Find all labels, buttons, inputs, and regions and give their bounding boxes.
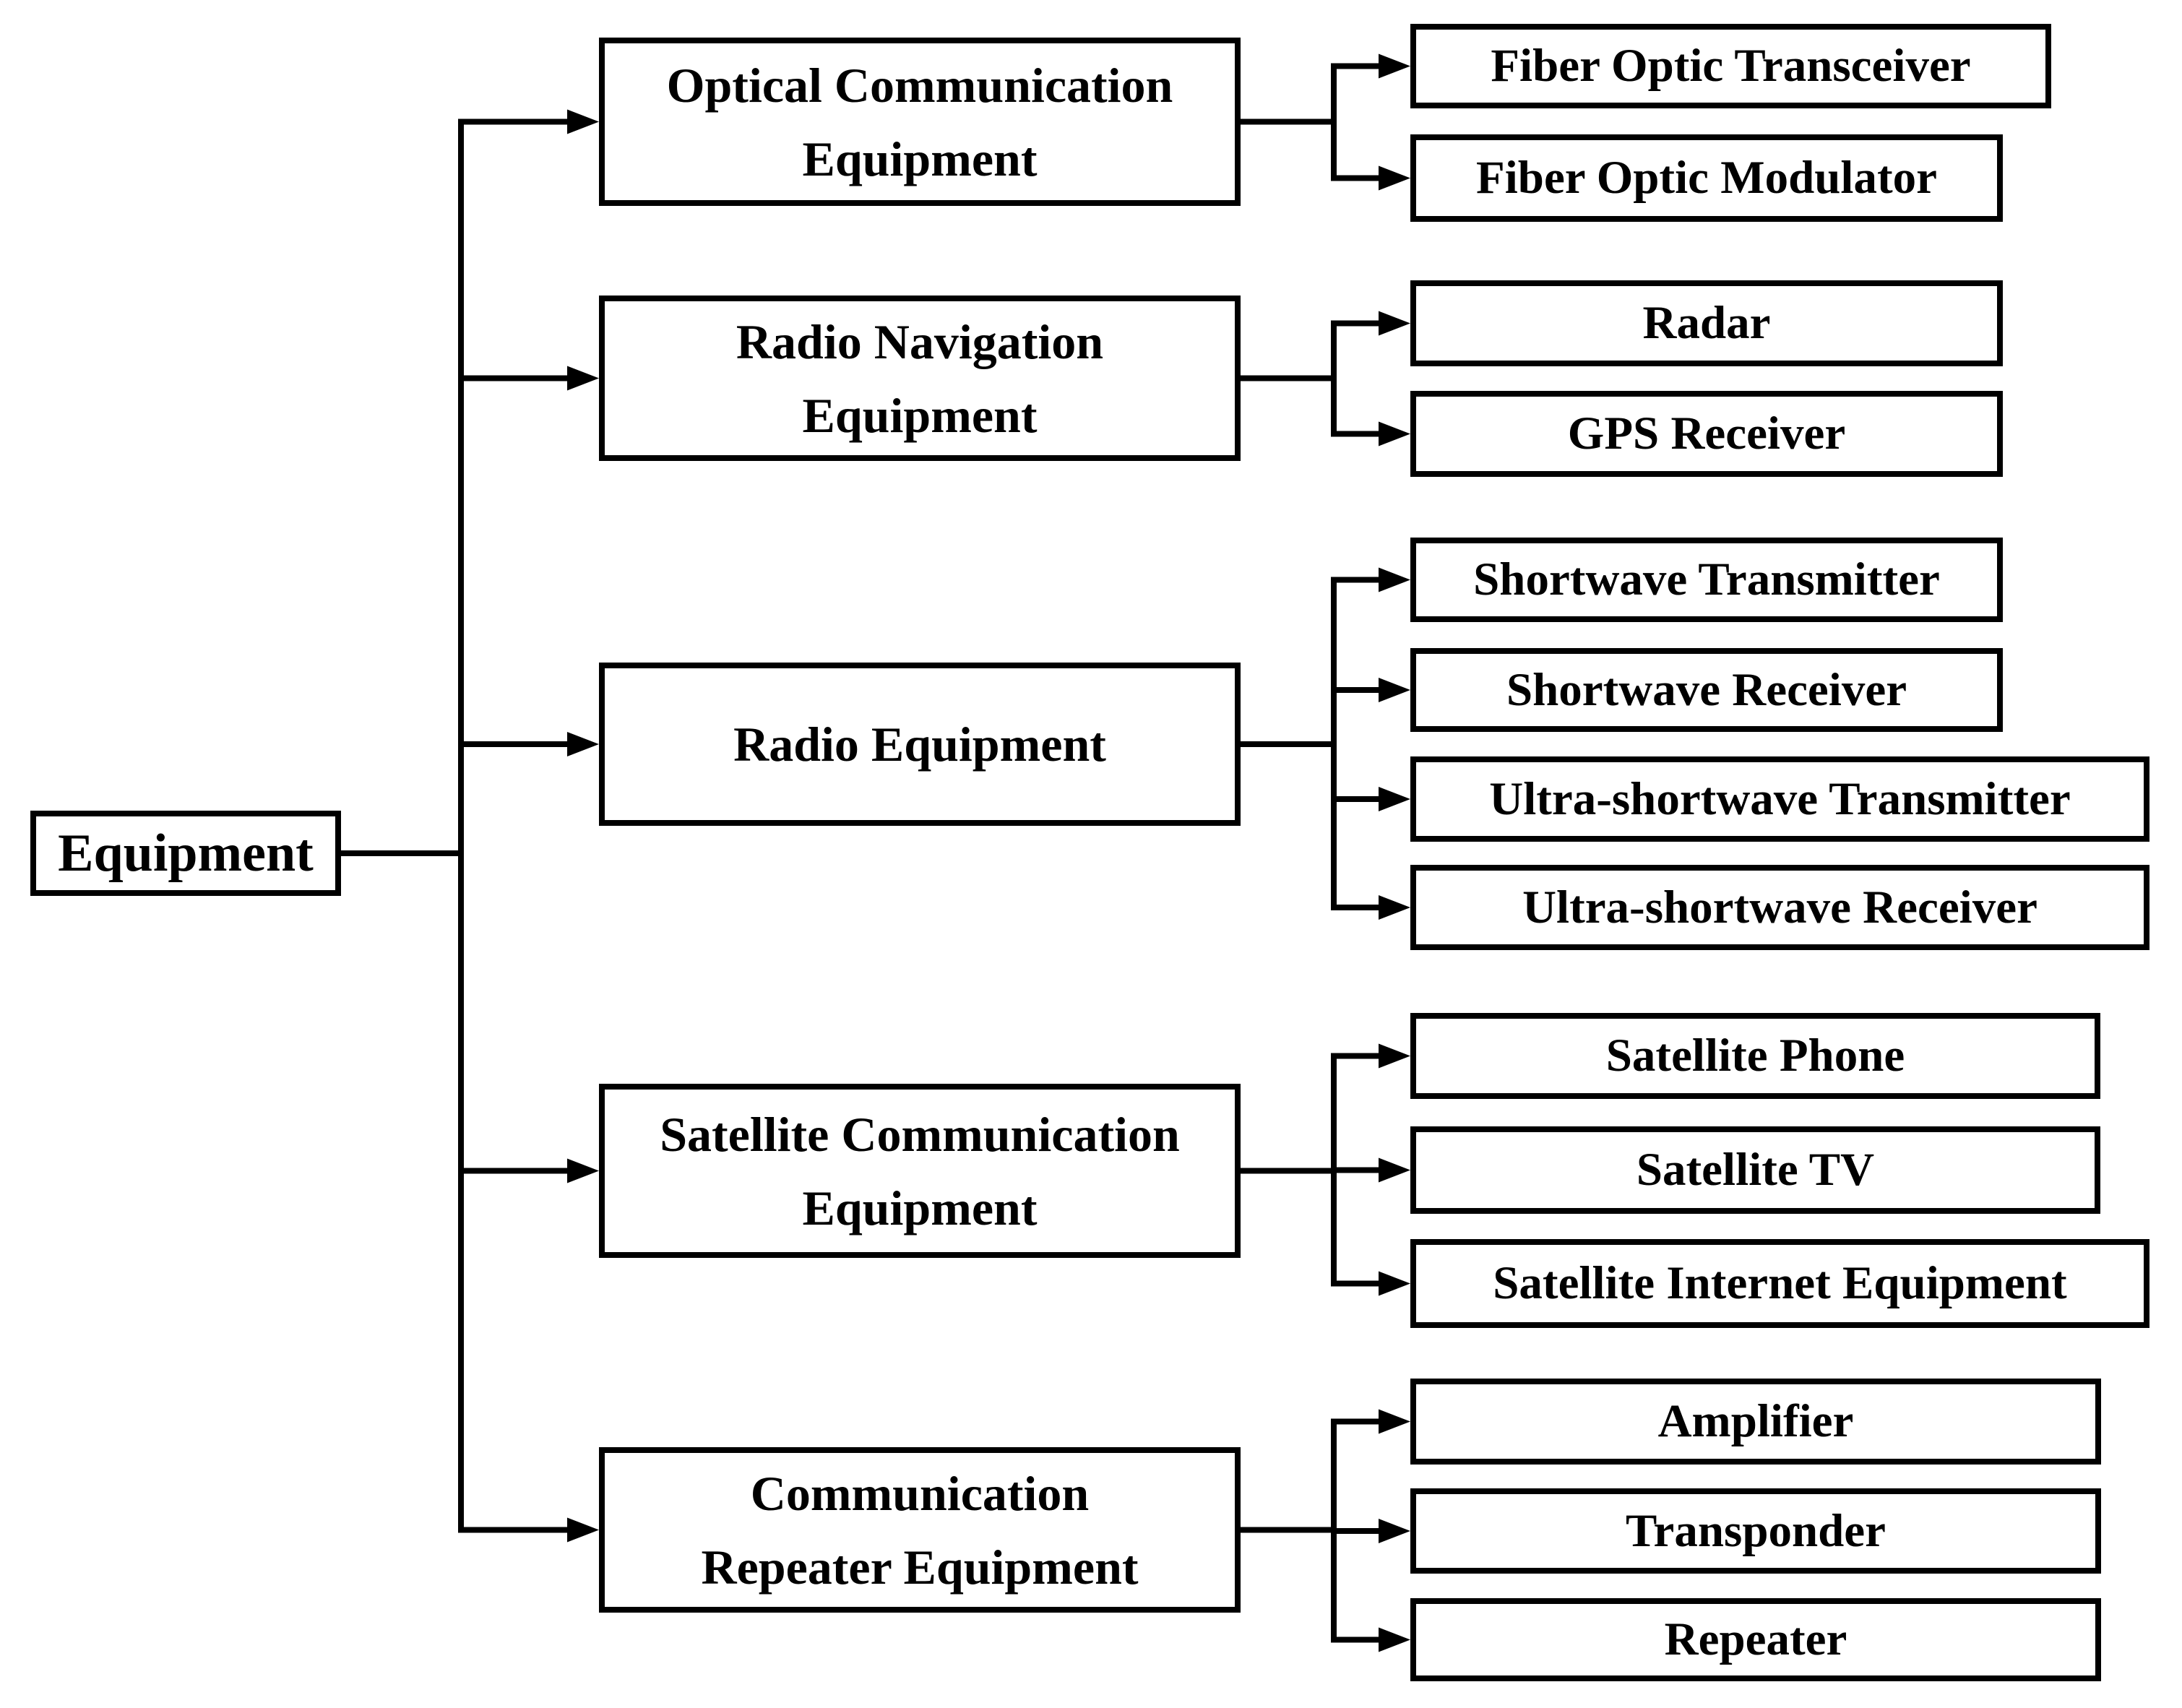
category-radio-equipment: Radio Equipment	[599, 663, 1241, 826]
category-label-line: Equipment	[802, 387, 1038, 443]
leaf-satellite-phone: Satellite Phone	[1410, 1013, 2100, 1099]
leaf-satellite-internet-equipment: Satellite Internet Equipment	[1410, 1239, 2149, 1328]
leaf-transponder: Transponder	[1410, 1488, 2101, 1574]
leaf-satellite-tv: Satellite TV	[1410, 1126, 2100, 1214]
leaf-gps-receiver: GPS Receiver	[1410, 391, 2003, 477]
category-label-line: Radio Equipment	[733, 717, 1106, 772]
category-label-line: Repeater Equipment	[701, 1539, 1139, 1595]
node-equipment: Equipment	[30, 811, 341, 896]
category-communication-repeater-equipment: Communication Repeater Equipment	[599, 1447, 1241, 1613]
category-satellite-communication-equipment: Satellite Communication Equipment	[599, 1084, 1241, 1258]
leaf-ultra-shortwave-receiver: Ultra-shortwave Receiver	[1410, 865, 2149, 950]
category-label-line: Equipment	[802, 1180, 1038, 1235]
leaf-radar: Radar	[1410, 280, 2003, 366]
category-label-line: Satellite Communication	[660, 1106, 1180, 1162]
category-label-line: Optical Communication	[666, 57, 1173, 113]
leaf-repeater: Repeater	[1410, 1598, 2101, 1681]
category-optical-communication-equipment: Optical Communication Equipment	[599, 38, 1241, 206]
category-label-line: Radio Navigation	[736, 314, 1104, 369]
leaf-fiber-optic-modulator: Fiber Optic Modulator	[1410, 134, 2003, 222]
leaf-shortwave-transmitter: Shortwave Transmitter	[1410, 538, 2003, 622]
category-label-line: Equipment	[802, 131, 1038, 186]
leaf-amplifier: Amplifier	[1410, 1379, 2101, 1465]
category-radio-navigation-equipment: Radio Navigation Equipment	[599, 296, 1241, 461]
leaf-ultra-shortwave-transmitter: Ultra-shortwave Transmitter	[1410, 756, 2149, 842]
category-label-line: Communication	[750, 1465, 1090, 1521]
leaf-fiber-optic-transceiver: Fiber Optic Transceiver	[1410, 24, 2051, 108]
leaf-shortwave-receiver: Shortwave Receiver	[1410, 648, 2003, 732]
